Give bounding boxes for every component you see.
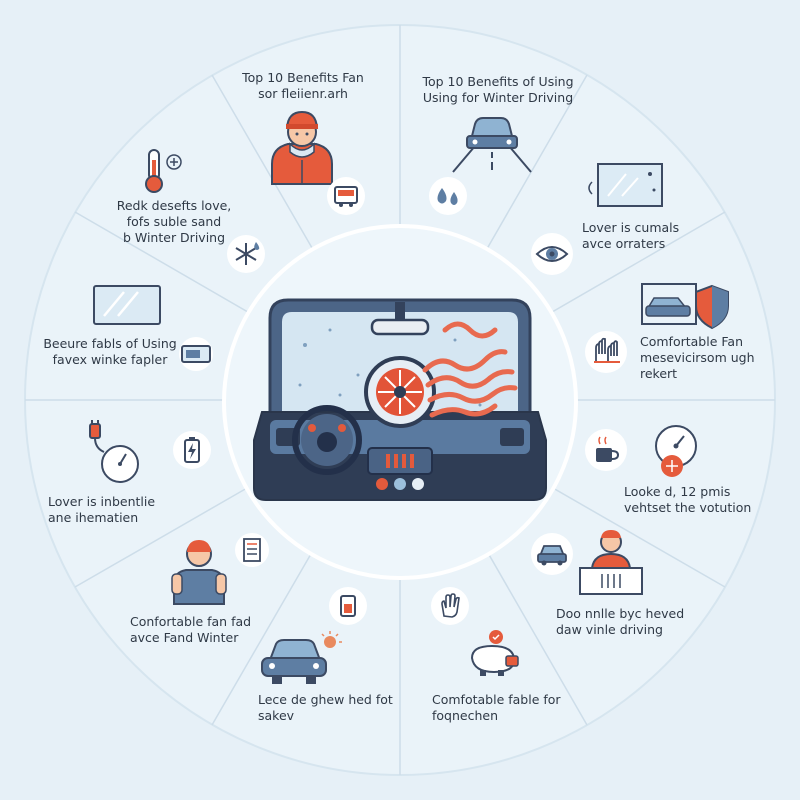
piggy-bank-icon (470, 630, 519, 676)
car-shield-icon (641, 283, 729, 330)
battery-icon (173, 431, 211, 469)
car-road-icon (452, 117, 532, 173)
car-sun-icon (261, 631, 342, 684)
window-icon (93, 285, 161, 325)
person-heater-icon (579, 530, 643, 595)
battery-small-icon (329, 587, 367, 625)
gauge-icon (655, 425, 697, 477)
plug-timer-icon (89, 420, 139, 483)
receipt-icon (235, 533, 269, 567)
dashboard-fan-icon (253, 298, 547, 501)
defroster-icon (179, 337, 213, 371)
heater-icon (327, 177, 365, 215)
window-frost-icon (588, 163, 663, 207)
thermometer-icon (145, 149, 182, 193)
eye-icon (531, 233, 573, 275)
hand-icon (431, 587, 469, 625)
cup-warm-icon (585, 429, 627, 471)
person-hands-icon (171, 540, 227, 605)
car-small-icon (531, 533, 573, 575)
snowflake-icon (227, 235, 265, 273)
droplets-icon (429, 177, 467, 215)
hands-warm-icon (585, 331, 627, 373)
person-winter-icon (271, 110, 333, 185)
